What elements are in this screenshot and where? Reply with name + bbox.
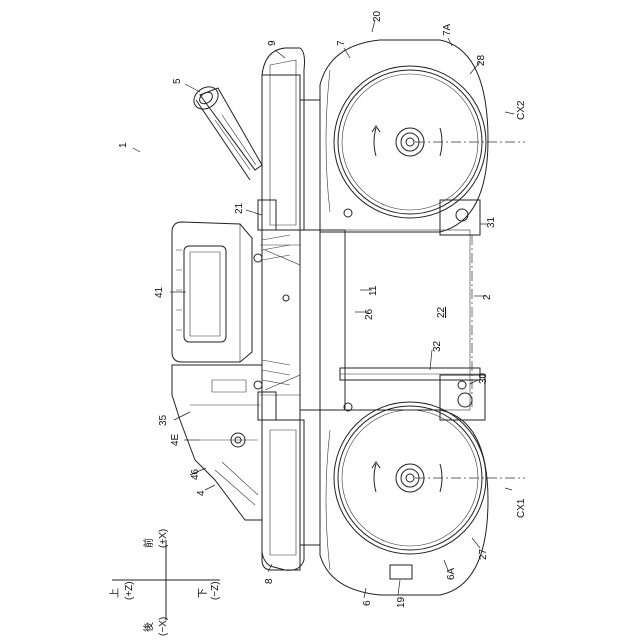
label-4E: 4E <box>170 433 181 446</box>
label-8: 8 <box>264 578 275 584</box>
label-6A: 6A <box>446 567 457 580</box>
reference-labels: 1 5 9 7 20 7A 28 CX2 21 31 41 11 26 22 2… <box>118 10 527 608</box>
axis-back-code: (−X) <box>158 617 169 636</box>
label-35: 35 <box>158 414 169 426</box>
handle-5 <box>190 82 262 180</box>
axis-front-code: (+X) <box>158 529 169 548</box>
label-41: 41 <box>154 286 165 298</box>
lower-wheel-27 <box>320 402 488 595</box>
axis-down-code: (−Z) <box>210 581 221 600</box>
label-20: 20 <box>372 10 383 22</box>
label-19: 19 <box>396 596 407 608</box>
axis-down-label: 下 <box>198 588 209 598</box>
label-11: 11 <box>368 285 379 296</box>
label-4: 4 <box>196 490 207 496</box>
axis-up-code: (+Z) <box>124 581 135 600</box>
label-21: 21 <box>234 202 245 214</box>
label-5: 5 <box>172 78 183 84</box>
label-6: 6 <box>362 600 373 606</box>
label-cx1: CX1 <box>516 498 527 518</box>
axis-up-label: 上 <box>109 588 121 598</box>
label-31: 31 <box>486 216 497 228</box>
label-32: 32 <box>432 340 443 352</box>
label-2: 2 <box>482 294 493 300</box>
label-27: 27 <box>478 548 489 560</box>
label-26: 26 <box>364 308 375 320</box>
axis-back-label: 後 <box>142 622 155 632</box>
axis-front-label: 前 <box>142 538 155 548</box>
label-7: 7 <box>336 40 347 46</box>
label-22: 22 <box>436 306 447 318</box>
motor-housing-35 <box>172 365 262 520</box>
label-cx2: CX2 <box>516 100 527 120</box>
orientation-axes: 上 (+Z) 下 (−Z) 前 (+X) 後 (−X) <box>109 529 221 636</box>
label-28: 28 <box>476 54 487 66</box>
label-30: 30 <box>478 372 489 384</box>
label-9: 9 <box>267 40 278 46</box>
upper-wheel-28 <box>320 40 488 232</box>
label-7A: 7A <box>442 23 453 36</box>
label-1: 1 <box>118 142 129 148</box>
label-46: 46 <box>190 468 201 480</box>
